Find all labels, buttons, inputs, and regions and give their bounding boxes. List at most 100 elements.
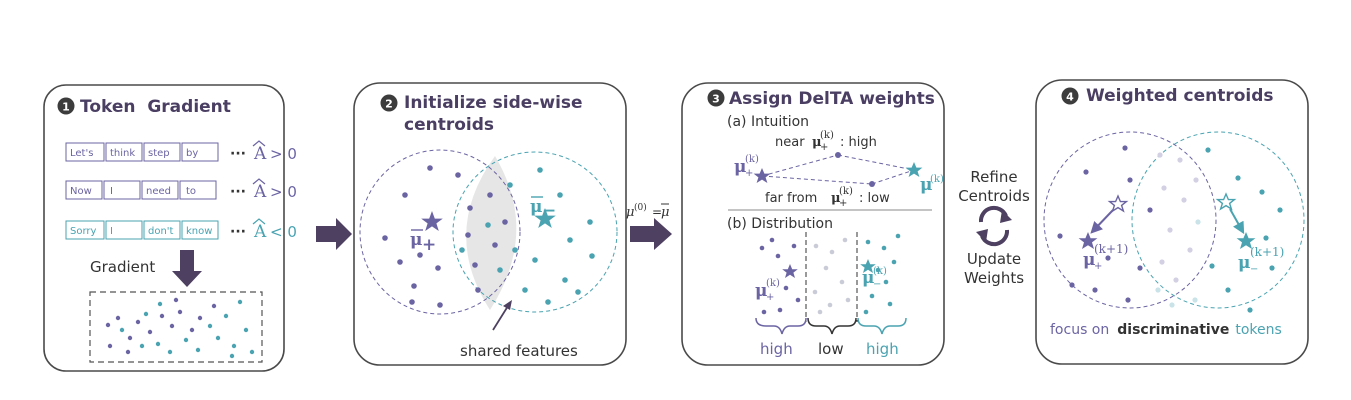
mu-minus-label: μ xyxy=(530,197,542,217)
feature-dot xyxy=(761,309,767,315)
feature-dot xyxy=(382,235,388,241)
mu-plus-k-sup: (k) xyxy=(745,154,759,165)
token: Let's xyxy=(70,148,93,159)
feature-dot xyxy=(243,327,249,333)
feature-dot xyxy=(1127,177,1133,183)
panel-title: Initialize side-wise xyxy=(404,93,583,113)
advantage-relation: > 0 xyxy=(270,145,297,163)
near-mu: μ xyxy=(812,135,822,150)
feature-dot xyxy=(839,279,845,285)
panel-assign-weights: 3 Assign DelTA weights (a) Intuition nea… xyxy=(681,82,945,366)
update-line1: Update xyxy=(967,250,1021,268)
feature-dot xyxy=(143,311,149,317)
dist-mu-minus-sup: (k) xyxy=(873,266,887,277)
feature-dot xyxy=(845,297,851,303)
feature-dot xyxy=(827,302,833,308)
feature-dot xyxy=(567,237,573,243)
feature-dot xyxy=(1269,265,1275,271)
hat-icon xyxy=(252,140,266,147)
feature-dot xyxy=(1105,255,1111,261)
mu-bar-label: μ xyxy=(661,205,669,220)
feature-dot xyxy=(1263,235,1269,241)
mu-plus-k1-sup: (k+1) xyxy=(1094,242,1128,256)
feature-dot xyxy=(411,283,417,289)
refine-update-loop: Refine Centroids Update Weights xyxy=(958,168,1030,287)
feature-dot xyxy=(1187,247,1193,253)
gradient-box xyxy=(89,291,263,363)
step-number-badge xyxy=(1061,87,1079,105)
feature-dot xyxy=(177,309,183,315)
mu-minus-k-sup: (k) xyxy=(930,174,944,185)
gradient-dots xyxy=(105,297,255,359)
down-arrow-icon xyxy=(172,250,202,287)
feature-dot xyxy=(231,343,237,349)
dist-mu-plus-sup: (k) xyxy=(766,278,780,289)
feature-dots xyxy=(382,165,595,308)
feature-dot xyxy=(1092,287,1098,293)
mu-plus-sub: + xyxy=(422,235,436,255)
feature-dot xyxy=(223,313,229,319)
caption-prefix: focus on xyxy=(1050,322,1109,338)
feature-dot xyxy=(869,293,875,299)
feature-dot xyxy=(1159,259,1165,265)
feature-dot xyxy=(1277,207,1283,213)
feature-dot xyxy=(557,192,563,198)
feature-dot xyxy=(497,267,503,273)
token: Sorry xyxy=(70,226,97,237)
feature-dot xyxy=(459,247,465,253)
feature-dot xyxy=(1193,177,1199,183)
feature-dot xyxy=(1137,265,1143,271)
feature-dot xyxy=(147,329,153,335)
feature-dot xyxy=(829,249,835,255)
mu-zero-label: μ xyxy=(626,205,634,220)
token: need xyxy=(146,186,171,197)
far-suffix: : low xyxy=(859,191,890,206)
token: think xyxy=(110,148,135,159)
dist-mu-plus-sub: + xyxy=(766,292,774,303)
feature-dot xyxy=(562,277,568,283)
star-icon xyxy=(905,162,923,177)
feature-dot xyxy=(119,327,125,333)
feature-dot xyxy=(507,182,513,188)
mu-plus-k: μ xyxy=(734,157,746,177)
mu-minus-k1-sub: − xyxy=(1250,264,1258,275)
feature-dot xyxy=(485,222,491,228)
feature-dot xyxy=(1125,297,1131,303)
feature-dot xyxy=(167,349,173,355)
ellipsis: ··· xyxy=(230,184,246,200)
feature-dot xyxy=(795,297,801,303)
feature-dot xyxy=(1173,277,1179,283)
feature-dot xyxy=(207,323,213,329)
feature-dot xyxy=(1177,157,1183,163)
panel-title: Assign DelTA weights xyxy=(729,89,935,109)
positive-cluster xyxy=(1043,131,1217,309)
feature-dot xyxy=(759,245,765,251)
feature-dot xyxy=(467,205,473,211)
feature-dot xyxy=(183,337,189,343)
feature-dot xyxy=(1169,302,1175,308)
old-centroid-star-icon xyxy=(1107,194,1129,213)
feature-dot xyxy=(817,309,823,315)
feature-dot xyxy=(887,301,893,307)
negative-cluster xyxy=(452,151,618,313)
feature-dot xyxy=(229,353,235,359)
token: don't xyxy=(148,226,174,237)
ellipsis: ··· xyxy=(230,224,246,240)
token: by xyxy=(186,148,198,159)
feature-dot xyxy=(775,253,781,259)
feature-dot xyxy=(863,309,869,315)
shared-features-label: shared features xyxy=(460,342,578,360)
feature-dot xyxy=(865,239,871,245)
feature-dot xyxy=(1122,145,1128,151)
feature-dot xyxy=(1259,189,1265,195)
star-icon xyxy=(860,259,876,273)
feature-dot xyxy=(823,265,829,271)
feature-dot xyxy=(173,297,179,303)
feature-dot xyxy=(492,242,498,248)
init-arrow: μ (0) = μ xyxy=(626,202,672,250)
step-number: 4 xyxy=(1066,91,1074,104)
hat-icon xyxy=(252,178,266,185)
step-number: 1 xyxy=(62,101,70,114)
mu-plus-label: μ xyxy=(410,230,422,250)
